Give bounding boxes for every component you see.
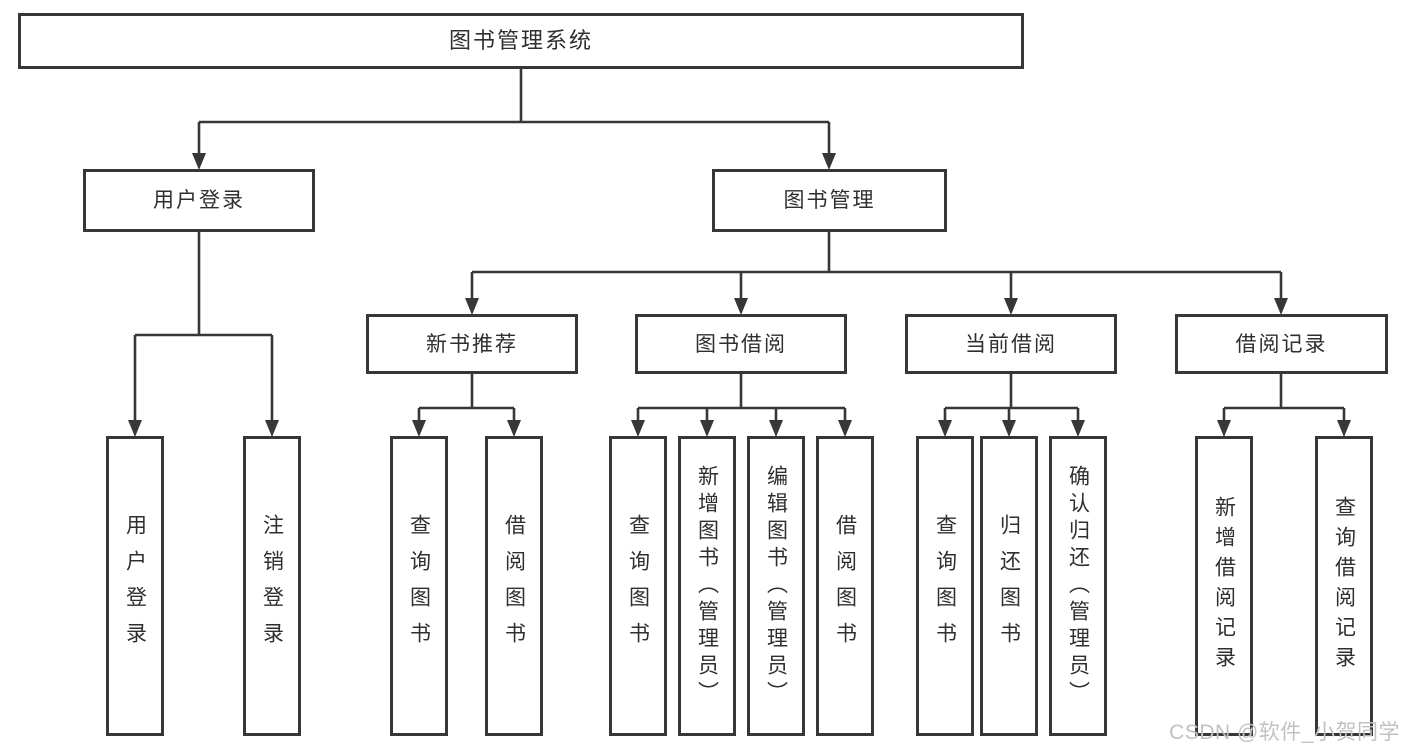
node-label: 用户登录 [123, 514, 147, 658]
node-leaf-borrow-edit-admin: 编辑图书（管理员） [747, 436, 805, 736]
node-label: 借阅图书 [502, 514, 526, 658]
node-borrow-records-label: 借阅记录 [1235, 332, 1328, 356]
connector-user-login-to-leaves [128, 232, 279, 437]
node-leaf-logout: 注销登录 [243, 436, 301, 736]
node-root: 图书管理系统 [18, 13, 1024, 69]
node-label: 查询图书 [933, 514, 957, 658]
connector-book-borrow-to-leaves [631, 374, 852, 437]
node-label: 新增图书（管理员） [695, 464, 719, 708]
node-leaf-records-query: 查询借阅记录 [1315, 436, 1373, 736]
node-current-borrow-label: 当前借阅 [965, 332, 1057, 356]
connector-current-borrow-to-leaves [938, 374, 1085, 437]
node-new-books: 新书推荐 [366, 314, 578, 374]
node-user-login-label: 用户登录 [153, 189, 245, 212]
node-label: 注销登录 [260, 514, 284, 658]
watermark: CSDN @软件_小贺同学 [1169, 721, 1400, 744]
node-label: 编辑图书（管理员） [764, 464, 788, 708]
node-leaf-newbooks-borrow: 借阅图书 [485, 436, 543, 736]
node-label: 查询图书 [626, 514, 650, 658]
node-new-books-label: 新书推荐 [426, 332, 518, 356]
node-user-login: 用户登录 [83, 169, 315, 232]
node-root-label: 图书管理系统 [448, 28, 593, 53]
node-leaf-user-login: 用户登录 [106, 436, 164, 736]
node-label: 查询图书 [407, 514, 431, 658]
node-label: 查询借阅记录 [1332, 496, 1356, 676]
node-leaf-current-confirm-admin: 确认归还（管理员） [1049, 436, 1107, 736]
node-label: 借阅图书 [833, 514, 857, 658]
node-borrow-records: 借阅记录 [1175, 314, 1388, 374]
node-label: 新增借阅记录 [1212, 496, 1236, 676]
node-leaf-borrow-query: 查询图书 [609, 436, 667, 736]
node-label: 归还图书 [997, 514, 1021, 658]
node-label: 确认归还（管理员） [1066, 464, 1090, 708]
node-current-borrow: 当前借阅 [905, 314, 1117, 374]
node-leaf-current-return: 归还图书 [980, 436, 1038, 736]
connector-borrow-records-to-leaves [1217, 374, 1351, 437]
node-leaf-borrow-add-admin: 新增图书（管理员） [678, 436, 736, 736]
node-book-mgmt: 图书管理 [712, 169, 947, 232]
node-book-mgmt-label: 图书管理 [783, 189, 876, 212]
node-book-borrow-label: 图书借阅 [695, 332, 787, 356]
node-leaf-records-add: 新增借阅记录 [1195, 436, 1253, 736]
connector-new-books-to-leaves [412, 374, 521, 437]
node-leaf-borrow-borrow: 借阅图书 [816, 436, 874, 736]
connector-book-mgmt-to-level3 [465, 232, 1288, 315]
connector-root-to-level2 [192, 69, 836, 170]
node-leaf-current-query: 查询图书 [916, 436, 974, 736]
node-book-borrow: 图书借阅 [635, 314, 847, 374]
node-leaf-newbooks-query: 查询图书 [390, 436, 448, 736]
